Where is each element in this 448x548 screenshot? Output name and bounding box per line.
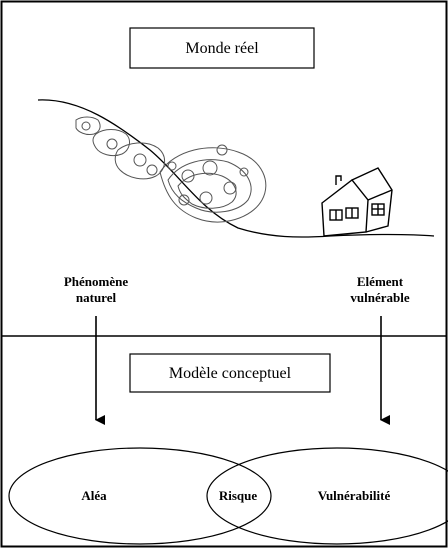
real-world-title-box xyxy=(129,27,315,69)
risk-intersection-label: Risque xyxy=(219,488,258,503)
real-world-panel: Monde réel xyxy=(37,27,435,305)
hillside-slope xyxy=(37,99,435,238)
vulnerability-ellipse xyxy=(206,447,448,545)
real-world-title: Monde réel xyxy=(185,40,259,57)
hazard-ellipse xyxy=(8,447,272,545)
conceptual-model-title-box xyxy=(129,353,331,393)
vulnerable-element-label-line2: vulnérable xyxy=(350,290,409,305)
conceptual-model-panel: Modèle conceptuel Aléa Risque Vulnérabil… xyxy=(8,353,448,545)
natural-phenomenon-label-line2: naturel xyxy=(76,290,117,305)
vulnerable-element-label: Elément xyxy=(357,274,404,289)
landslide-debris xyxy=(75,116,267,223)
conceptual-model-title: Modèle conceptuel xyxy=(169,365,292,382)
vulnerability-label: Vulnérabilité xyxy=(318,488,391,503)
natural-phenomenon-label: Phénomène xyxy=(64,274,129,289)
hazard-label: Aléa xyxy=(81,488,107,503)
house-sketch xyxy=(321,167,393,237)
